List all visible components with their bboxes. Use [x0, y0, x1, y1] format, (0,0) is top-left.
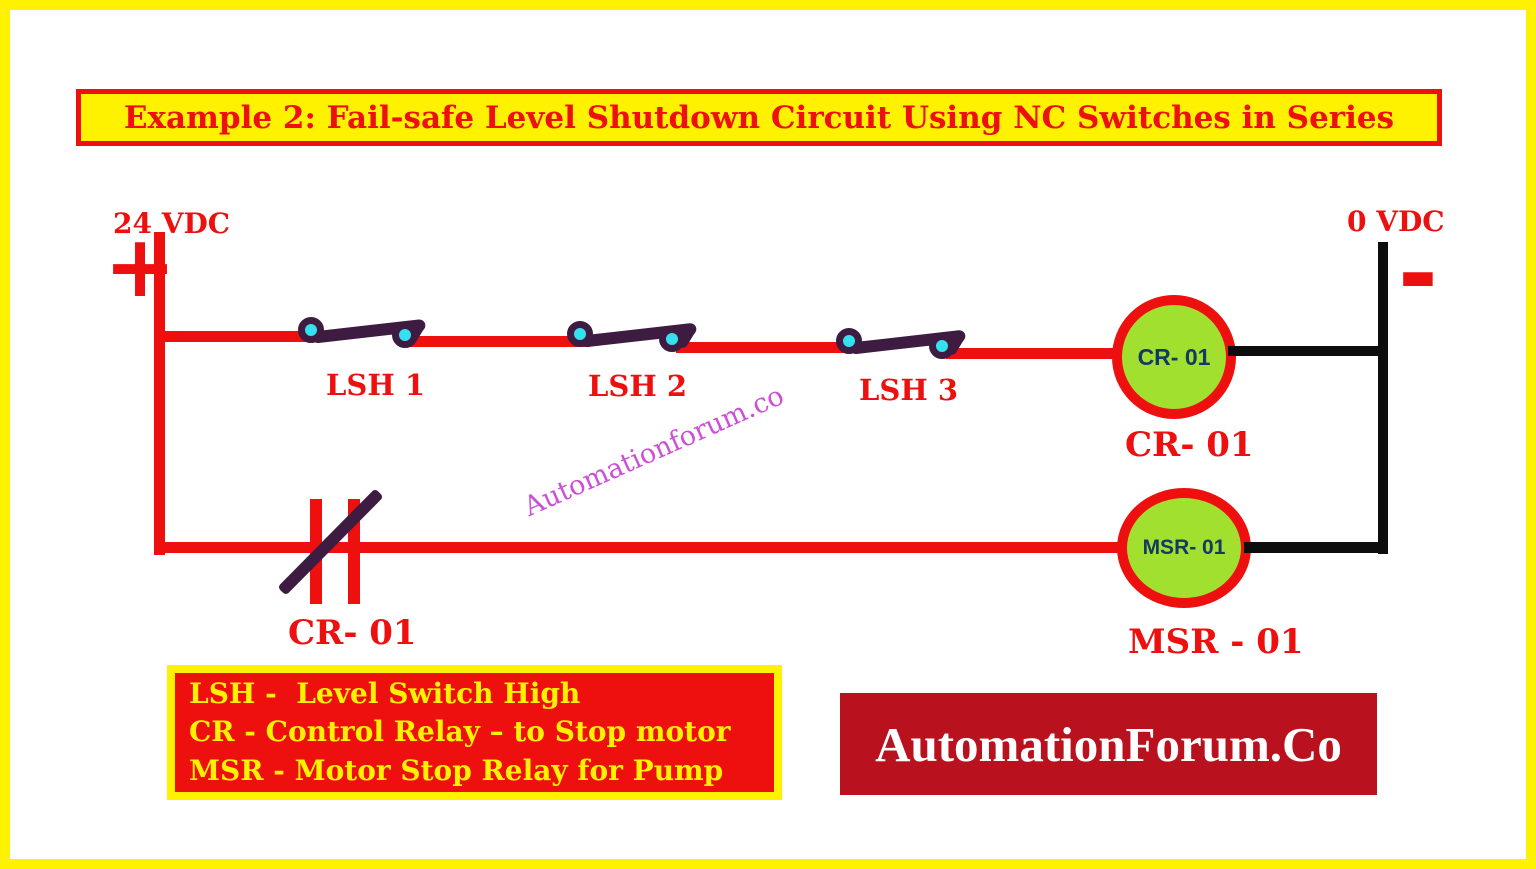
legend-line-lsh: LSH - Level Switch High: [189, 676, 581, 710]
rung1-black-wire: [1228, 346, 1388, 356]
contact-dot: [929, 333, 955, 359]
coil-text-msr01: MSR- 01: [1142, 536, 1226, 559]
logo-text: AutomationForum.Co: [875, 716, 1342, 772]
relay-label-msr01: MSR - 01: [1128, 622, 1304, 662]
contact-dot: [567, 321, 593, 347]
switch-label-lsh2: LSH 2: [588, 369, 688, 403]
right-bus-wire: [1378, 242, 1388, 554]
contact-dot: [836, 328, 862, 354]
plus-sign: +: [104, 217, 177, 317]
legend-box: LSH - Level Switch High CR - Control Rel…: [167, 665, 782, 800]
rung1-wire-segment: [676, 342, 859, 353]
page-title: Example 2: Fail-safe Level Shutdown Circ…: [123, 99, 1395, 136]
minus-sign: -: [1398, 218, 1438, 330]
legend-line-cr: CR - Control Relay – to Stop motor: [189, 715, 731, 749]
switch-label-lsh1: LSH 1: [326, 368, 426, 402]
contact-dot: [298, 317, 324, 343]
rung2-black-wire: [1244, 542, 1388, 553]
rung1-wire-segment: [158, 331, 320, 342]
relay-label-cr01: CR- 01: [1125, 425, 1254, 465]
rung1-wire-segment: [946, 348, 1118, 359]
contact-dot: [392, 322, 418, 348]
switch-label-lsh3: LSH 3: [859, 373, 959, 407]
label-24vdc: 24 VDC: [113, 207, 231, 240]
logo-box: AutomationForum.Co: [840, 693, 1377, 795]
left-bus-wire: [154, 232, 165, 555]
contact-label-cr01: CR- 01: [288, 613, 417, 653]
title-box: Example 2: Fail-safe Level Shutdown Circ…: [76, 89, 1442, 146]
contact-dot: [659, 326, 685, 352]
coil-text-cr01: CR- 01: [1137, 343, 1211, 370]
legend-line-msr: MSR - Motor Stop Relay for Pump: [189, 753, 724, 787]
rung1-wire-segment: [410, 336, 590, 347]
relay-coil-msr01: MSR- 01: [1117, 488, 1251, 608]
label-0vdc: 0 VDC: [1347, 205, 1445, 238]
relay-coil-cr01: CR- 01: [1112, 295, 1236, 419]
rung2-wire: [158, 542, 1120, 553]
